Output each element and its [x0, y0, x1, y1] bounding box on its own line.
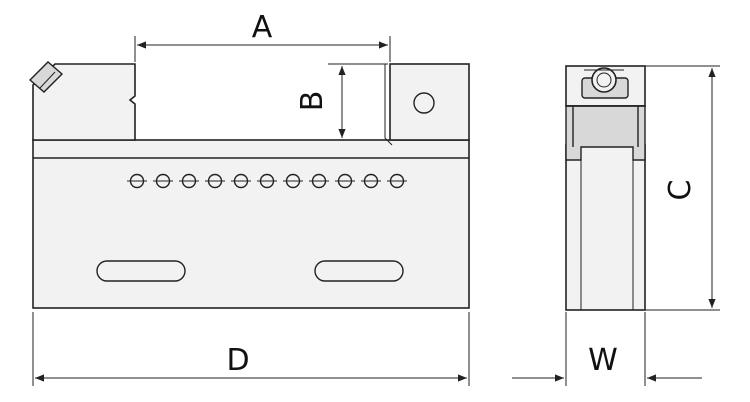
mounting-slot-right: [314, 260, 404, 282]
front-view: [28, 61, 470, 309]
jaw-knob: [28, 61, 64, 93]
dimension-b: B: [295, 63, 388, 141]
dimension-c-label: C: [663, 180, 698, 201]
dimension-a: A: [134, 10, 391, 62]
adjustment-hole-row: [127, 173, 407, 189]
dimension-w: W: [512, 312, 702, 386]
jaw-screw-hole: [413, 92, 435, 114]
dimension-d-label: D: [226, 343, 249, 378]
dimension-c: C: [645, 65, 720, 311]
side-screw-head: [581, 67, 629, 99]
mounting-slot-left: [96, 260, 186, 282]
right-movable-jaw: [389, 63, 470, 141]
dimension-w-label: W: [588, 343, 618, 378]
side-view: [565, 65, 646, 311]
dimension-d: D: [32, 312, 470, 386]
dimension-b-label: B: [295, 91, 330, 112]
side-lower-body: [565, 144, 646, 311]
dimension-a-label: A: [252, 10, 273, 45]
vise-base-body: [32, 139, 470, 309]
